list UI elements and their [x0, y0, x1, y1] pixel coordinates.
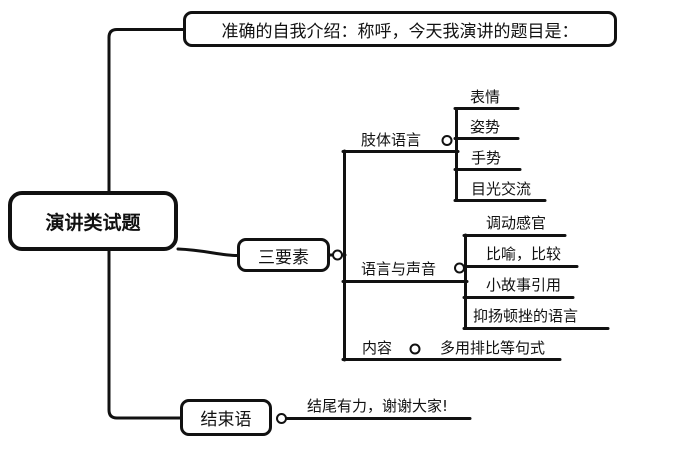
collapse-dot-voice[interactable]: [454, 262, 465, 274]
connector-root-to-closing: [107, 249, 182, 420]
node-body-language[interactable]: 肢体语言: [361, 131, 422, 149]
node-eye-contact[interactable]: 目光交流: [471, 180, 532, 198]
node-closing-line[interactable]: 结尾有力，谢谢大家!: [307, 397, 449, 415]
node-voice[interactable]: 语言与声音: [361, 260, 437, 278]
node-content[interactable]: 内容: [362, 339, 393, 357]
node-parallelism[interactable]: 多用排比等句式: [440, 339, 546, 357]
collapse-dot-closing[interactable]: [276, 413, 287, 424]
node-story[interactable]: 小故事引用: [486, 276, 562, 294]
connector-root-to-three-elements: [176, 247, 239, 257]
node-metaphor[interactable]: 比喻，比较: [486, 245, 562, 263]
collapse-dot-content[interactable]: [409, 343, 421, 355]
node-intro[interactable]: 准确的自我介绍：称呼，今天我演讲的题目是：: [183, 11, 617, 47]
node-posture[interactable]: 姿势: [470, 118, 501, 136]
node-gesture[interactable]: 手势: [471, 149, 502, 167]
node-cadence[interactable]: 抑扬顿挫的语言: [473, 307, 579, 325]
node-closing[interactable]: 结束语: [180, 399, 272, 436]
node-three-elements[interactable]: 三要素: [237, 238, 330, 272]
node-senses[interactable]: 调动感官: [486, 214, 547, 232]
node-expression[interactable]: 表情: [470, 88, 501, 106]
node-root[interactable]: 演讲类试题: [8, 191, 178, 251]
collapse-dot-three-elements[interactable]: [332, 249, 343, 261]
collapse-dot-body-language[interactable]: [441, 135, 453, 146]
connector-root-to-intro: [107, 28, 185, 193]
